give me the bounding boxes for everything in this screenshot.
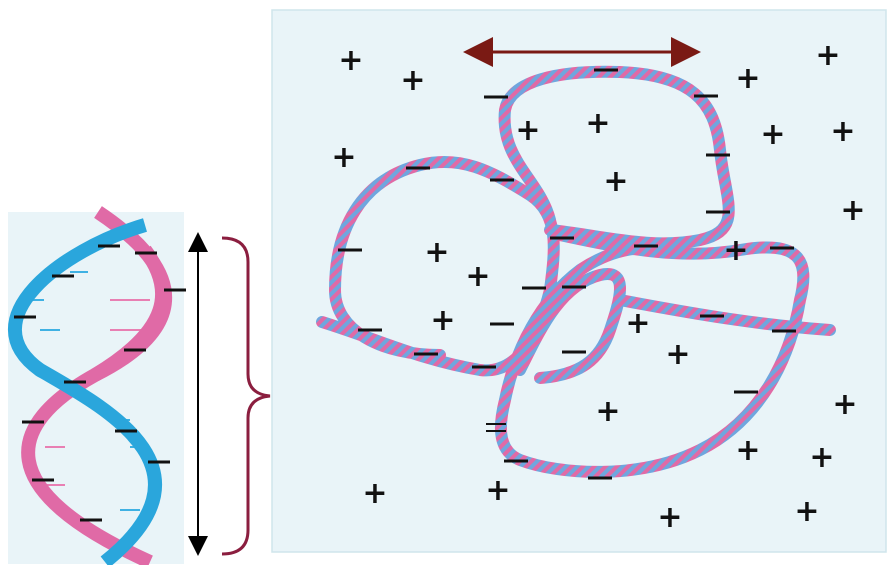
coil-loop-left	[316, 155, 560, 377]
coil-negative-charges	[338, 68, 796, 480]
plus-ion: +	[595, 394, 620, 429]
helix-panel	[8, 206, 271, 565]
plus-ion: +	[815, 38, 840, 73]
coil-cross-strand	[514, 268, 626, 384]
helix-strand-pink-overlap	[91, 245, 170, 382]
coil-panel: + + + + + + + + + + + + + + + + + + + + + + + + +	[271, 9, 887, 553]
plus-ion: +	[832, 387, 857, 422]
plus-ion: +	[625, 306, 650, 341]
plus-ion: +	[338, 43, 363, 78]
double-minus-mark	[486, 423, 506, 432]
plus-ion: +	[362, 476, 387, 511]
helix-strand-blue	[8, 218, 162, 565]
plus-ion: +	[735, 433, 760, 468]
curly-bracket	[221, 236, 271, 556]
positive-ions: + + + + + + + + + + + + + + + + + + + + + + + + +	[331, 38, 865, 535]
plus-ion: +	[400, 63, 425, 98]
plus-ion: +	[760, 117, 785, 152]
plus-ion: +	[515, 113, 540, 148]
plus-ion: +	[665, 337, 690, 372]
helix-negative-charges	[14, 244, 186, 522]
plus-ion: +	[809, 440, 834, 475]
plus-ion: +	[424, 235, 449, 270]
coil-tail-right	[614, 294, 836, 336]
plus-ion: +	[485, 473, 510, 508]
plus-ion: +	[840, 193, 865, 228]
plus-ion: +	[657, 500, 682, 535]
plus-ion: +	[794, 494, 819, 529]
coil-loop-right	[494, 229, 810, 478]
plus-ion: +	[585, 106, 610, 141]
plus-ion: +	[465, 259, 490, 294]
plus-ion: +	[723, 233, 748, 268]
plus-ion: +	[735, 61, 760, 96]
plus-ion: +	[603, 164, 628, 199]
plus-ion: +	[331, 140, 356, 175]
plus-ion: +	[830, 114, 855, 149]
plus-ion: +	[430, 303, 455, 338]
